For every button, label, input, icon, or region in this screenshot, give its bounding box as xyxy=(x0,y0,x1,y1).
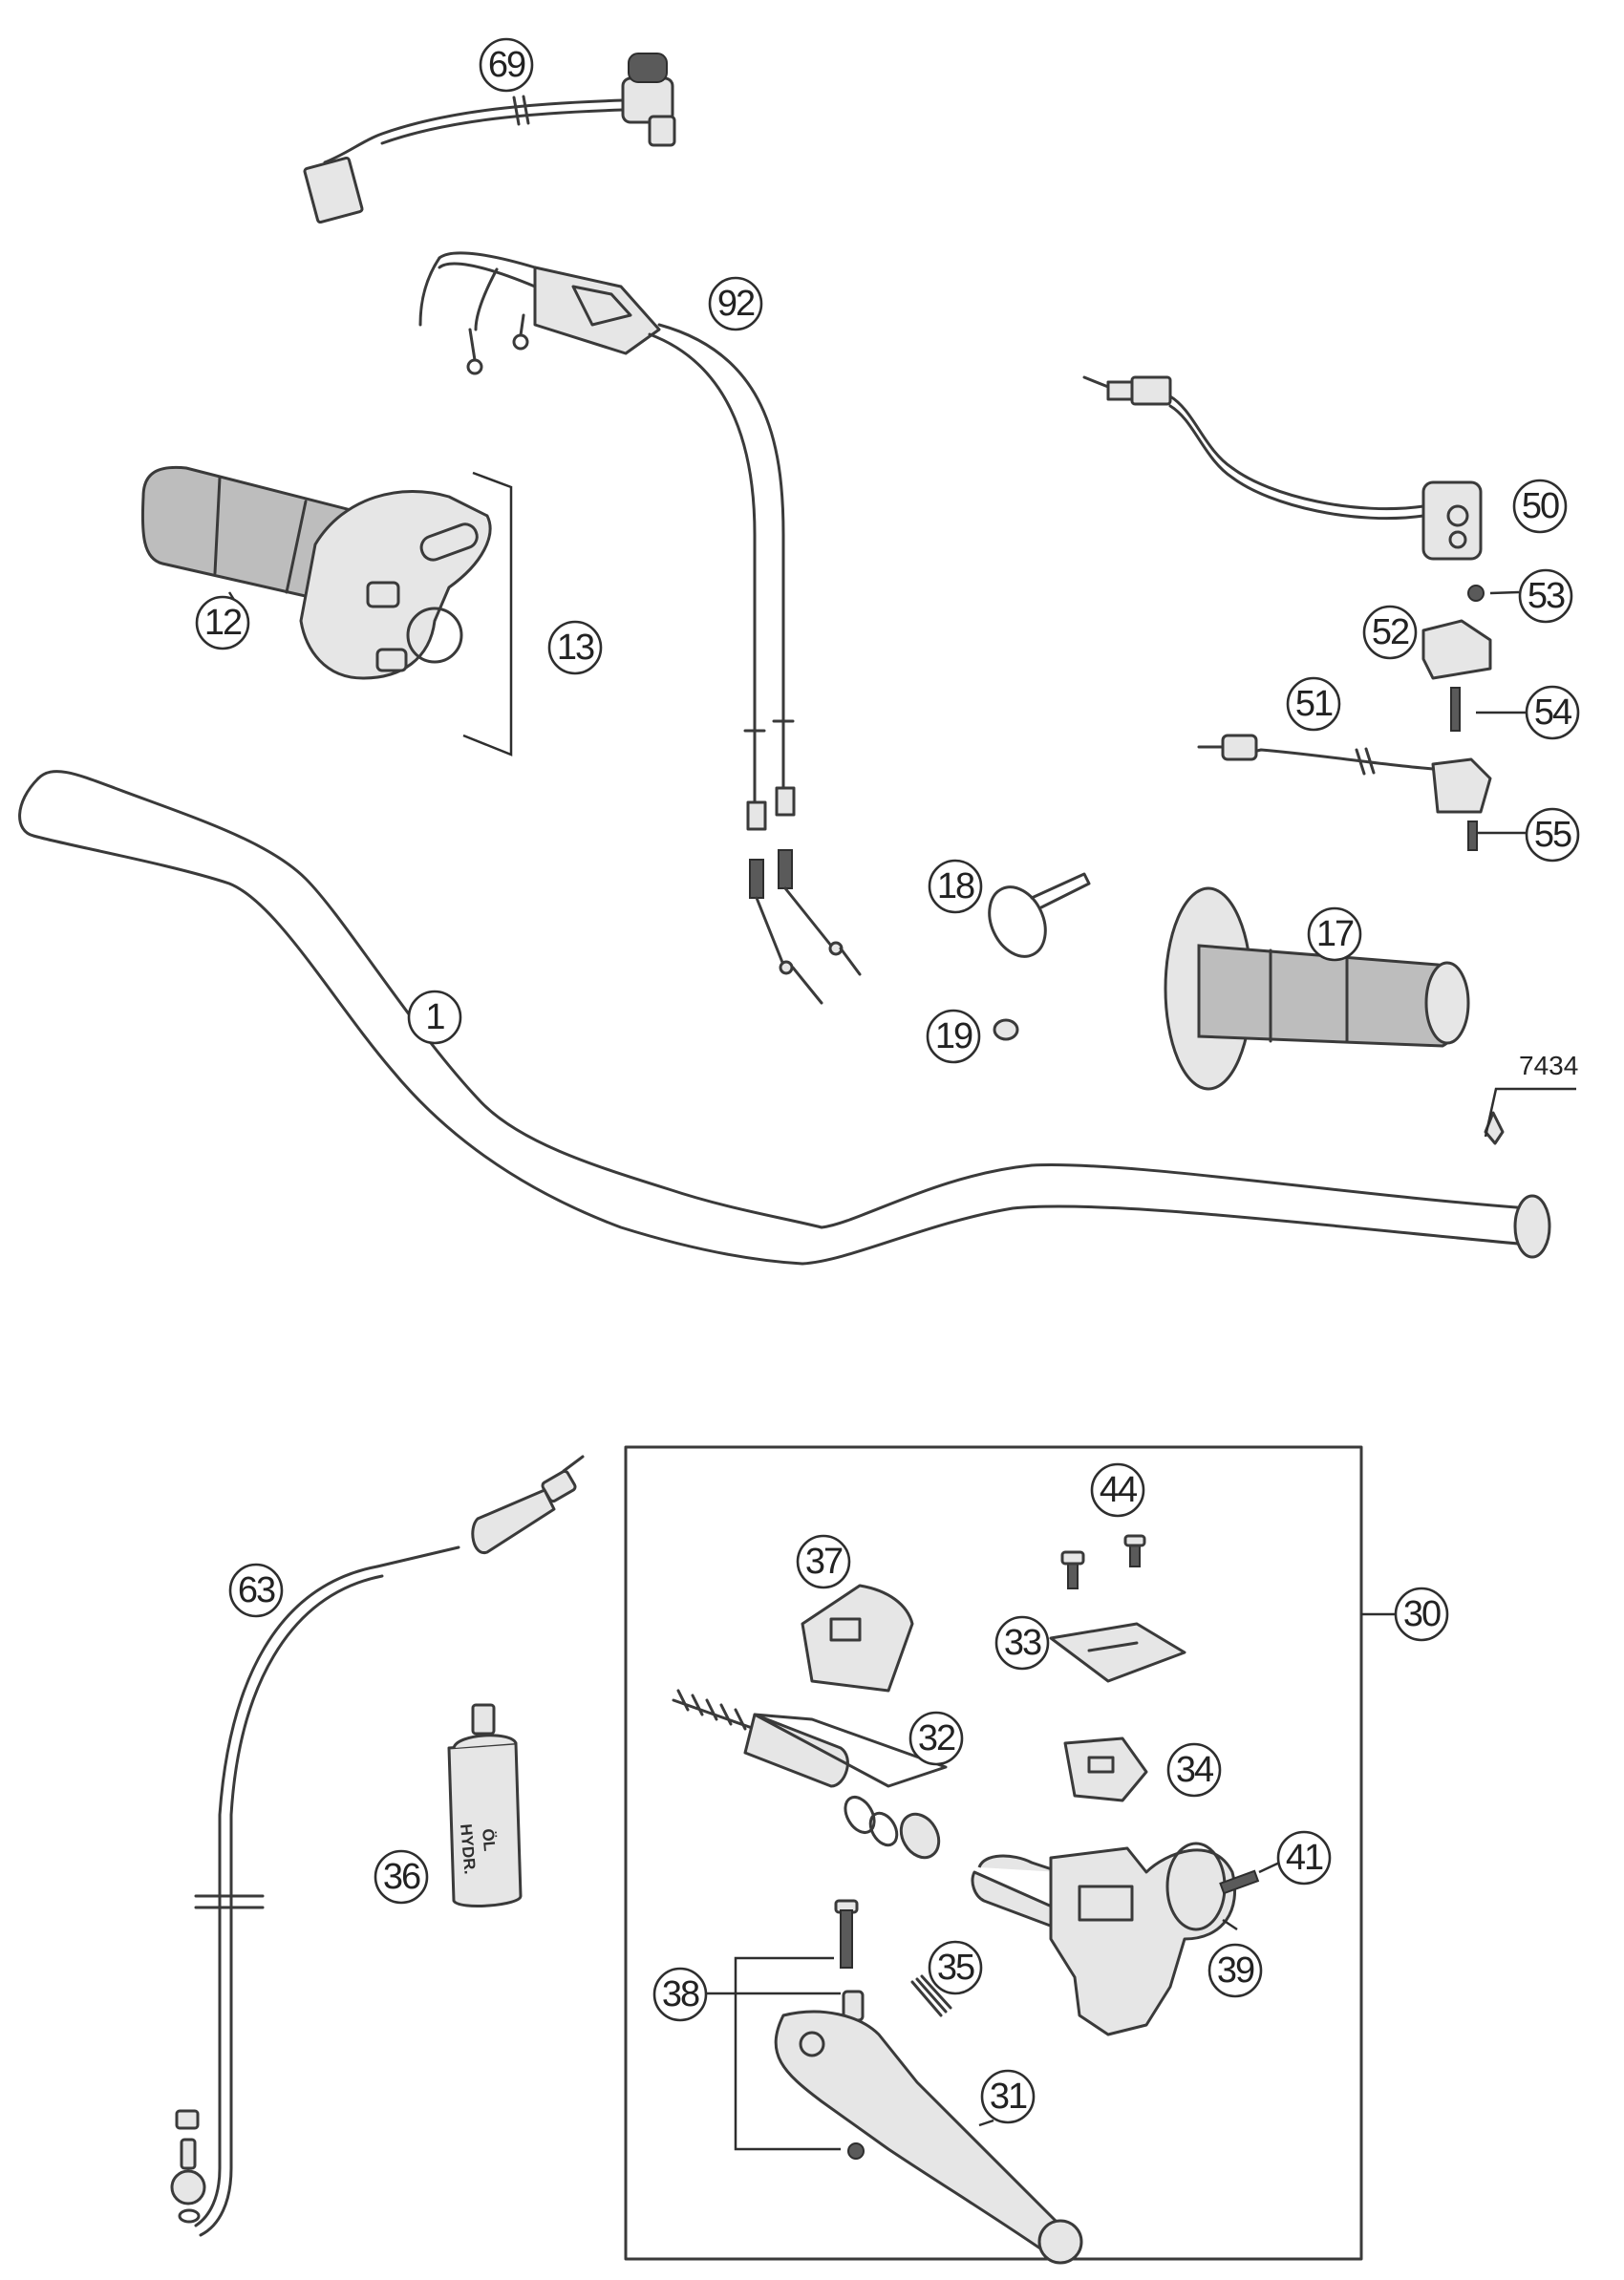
svg-text:55: 55 xyxy=(1534,815,1571,855)
svg-text:44: 44 xyxy=(1100,1470,1138,1510)
callout-92: 92 xyxy=(708,276,763,331)
master-cylinder-kit-box xyxy=(624,1445,1395,2261)
svg-text:37: 37 xyxy=(805,1542,843,1582)
svg-text:52: 52 xyxy=(1372,612,1409,652)
callout-13: 13 xyxy=(547,620,603,675)
callout-69: 69 xyxy=(479,37,534,93)
svg-text:35: 35 xyxy=(937,1948,974,1988)
svg-text:36: 36 xyxy=(383,1857,420,1897)
callout-19: 19 xyxy=(926,1009,981,1064)
left-grip-part xyxy=(1164,886,1470,1091)
throttle-grip-part xyxy=(140,465,513,756)
svg-text:63: 63 xyxy=(238,1570,275,1610)
callout-44: 44 xyxy=(1090,1462,1145,1518)
callout-54: 54 xyxy=(1525,685,1580,740)
callout-51: 51 xyxy=(1286,676,1341,732)
callout-31: 31 xyxy=(980,2069,1036,2124)
svg-text:32: 32 xyxy=(918,1718,955,1758)
svg-text:19: 19 xyxy=(935,1016,972,1056)
callout-35: 35 xyxy=(928,1940,983,1995)
callout-52: 52 xyxy=(1362,605,1418,660)
svg-text:30: 30 xyxy=(1403,1594,1441,1634)
part-number-7434: 7434 xyxy=(1519,1051,1578,1080)
callout-12: 12 xyxy=(195,595,250,650)
leader-lines xyxy=(227,590,1528,2127)
callout-63: 63 xyxy=(228,1563,284,1618)
callout-53: 53 xyxy=(1518,568,1573,624)
svg-text:31: 31 xyxy=(990,2077,1027,2117)
svg-text:54: 54 xyxy=(1534,693,1572,733)
callout-30: 30 xyxy=(1394,1587,1449,1642)
svg-text:41: 41 xyxy=(1286,1838,1323,1878)
throttle-cable-part xyxy=(418,251,862,1005)
callout-55: 55 xyxy=(1525,807,1580,863)
callout-34: 34 xyxy=(1166,1742,1222,1798)
svg-text:92: 92 xyxy=(717,284,755,324)
svg-text:13: 13 xyxy=(557,628,594,668)
brake-line-part xyxy=(170,1455,585,2237)
callout-37: 37 xyxy=(796,1534,851,1589)
svg-text:51: 51 xyxy=(1295,684,1333,724)
svg-text:17: 17 xyxy=(1316,914,1354,954)
kill-switch-part xyxy=(303,53,676,224)
callout-41: 41 xyxy=(1276,1830,1332,1886)
callout-1: 1 xyxy=(407,990,462,1045)
svg-text:53: 53 xyxy=(1528,576,1565,616)
bottle-label-oel: ÖL xyxy=(479,1828,499,1852)
callout-39: 39 xyxy=(1207,1943,1263,1998)
cable-tie-part xyxy=(988,872,1091,1041)
svg-text:69: 69 xyxy=(488,45,525,85)
callout-32: 32 xyxy=(908,1711,964,1766)
callout-labels: 69 92 50 53 52 54 51 55 12 13 18 17 19 1… xyxy=(195,37,1580,2124)
svg-text:34: 34 xyxy=(1176,1750,1214,1790)
svg-text:39: 39 xyxy=(1217,1950,1254,1991)
start-switch-part xyxy=(1082,375,1492,851)
svg-text:18: 18 xyxy=(937,866,974,906)
handlebar-part xyxy=(18,770,1576,1266)
svg-text:12: 12 xyxy=(204,603,242,643)
bottle-label-hydr: HYDR. xyxy=(457,1823,480,1875)
callout-38: 38 xyxy=(652,1967,708,2022)
callout-17: 17 xyxy=(1307,906,1362,962)
svg-text:1: 1 xyxy=(425,997,444,1037)
callout-50: 50 xyxy=(1512,479,1568,534)
callout-36: 36 xyxy=(374,1849,429,1905)
callout-33: 33 xyxy=(994,1615,1050,1671)
svg-text:38: 38 xyxy=(662,1974,699,2014)
svg-text:50: 50 xyxy=(1522,486,1559,526)
hydraulic-oil-bottle: HYDR. ÖL xyxy=(447,1703,523,1907)
master-cylinder-parts xyxy=(672,1534,1260,2265)
svg-text:33: 33 xyxy=(1004,1623,1041,1663)
callout-18: 18 xyxy=(928,859,983,914)
